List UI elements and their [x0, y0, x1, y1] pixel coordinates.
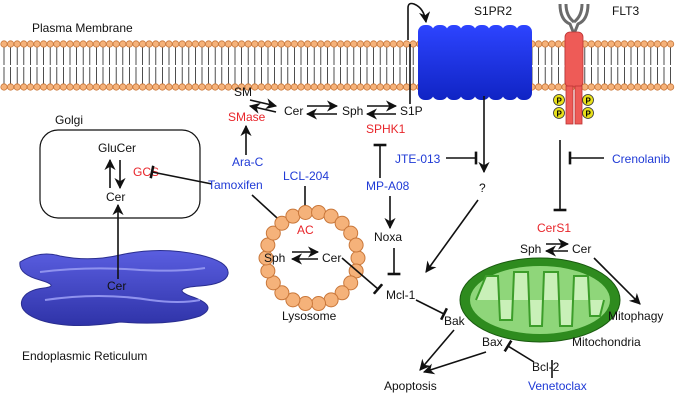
- mito-sph-label: Sph: [520, 242, 541, 256]
- bax-label: Bax: [482, 335, 503, 349]
- plasma-membrane-label: Plasma Membrane: [32, 21, 133, 35]
- cer-to-sm-arrow: [248, 102, 277, 114]
- tamoxifen-label: Tamoxifen: [208, 178, 263, 192]
- mcl1-bak-inhibition: [415, 299, 449, 321]
- mitophagy-arrow: [593, 257, 641, 305]
- smase-label: SMase: [228, 110, 266, 124]
- unknown-mcl1-arrow: [425, 199, 479, 273]
- mitophagy-label: Mitophagy: [608, 309, 663, 323]
- phospho-label: P: [586, 110, 592, 119]
- sph-top-label: Sph: [342, 104, 363, 118]
- lcl204-label: LCL-204: [283, 169, 329, 183]
- tamoxifen-gcs-inhibition: [149, 165, 213, 185]
- mp-a08-label: MP-A08: [366, 179, 410, 193]
- lysosome: [258, 204, 366, 312]
- s1pr2-receptor: [418, 25, 532, 100]
- er-label: Endoplasmic Reticulum: [22, 349, 147, 363]
- bak-apoptosis-arrow: [419, 329, 455, 371]
- phospho-label: P: [586, 97, 592, 106]
- ara-c-label: Ara-C: [232, 155, 264, 169]
- cer-mcl1-inhibition: [341, 257, 384, 295]
- mcl1-label: Mcl-1: [386, 288, 416, 302]
- mitochondrion: [459, 257, 621, 343]
- cer-top-label: Cer: [284, 104, 303, 118]
- bcl2-bax-inhibition: [503, 339, 535, 363]
- golgi-cer-label: Cer: [106, 190, 125, 204]
- cers1-label: CerS1: [537, 221, 571, 235]
- mitochondria-label: Mitochondria: [572, 335, 641, 349]
- er-cer-label: Cer: [107, 279, 126, 293]
- question-label: ?: [479, 181, 486, 195]
- phospho-label: P: [557, 97, 563, 106]
- lysosome-label: Lysosome: [282, 309, 337, 323]
- lysosome-cer-label: Cer: [322, 251, 341, 265]
- s1p-binding-arrow: [407, 2, 431, 40]
- flt3-receptor: [558, 3, 590, 125]
- crenolanib-label: Crenolanib: [612, 152, 670, 166]
- jte-013-label: JTE-013: [395, 152, 441, 166]
- venetoclax-label: Venetoclax: [528, 379, 587, 393]
- plasma-membrane-bilayer: [0, 40, 675, 91]
- phospho-sites: P P P P: [553, 94, 594, 119]
- lysosome-sph-label: Sph: [264, 251, 285, 265]
- bcl2-label: Bcl-2: [532, 360, 560, 374]
- phospho-label: P: [557, 110, 563, 119]
- golgi-label: Golgi: [55, 113, 83, 127]
- apoptosis-label: Apoptosis: [384, 379, 437, 393]
- sm-label: SM: [234, 85, 252, 99]
- glucer-label: GluCer: [98, 141, 136, 155]
- sphk1-label: SPHK1: [366, 122, 406, 136]
- flt3-label: FLT3: [612, 4, 639, 18]
- noxa-label: Noxa: [374, 230, 402, 244]
- s1pr2-label: S1PR2: [474, 4, 512, 18]
- bax-apoptosis-arrow: [422, 351, 487, 375]
- bak-label: Bak: [444, 314, 466, 328]
- s1p-label: S1P: [400, 104, 423, 118]
- sm-to-cer-arrow: [249, 98, 278, 110]
- mito-cer-label: Cer: [572, 242, 591, 256]
- ac-label: AC: [297, 223, 314, 237]
